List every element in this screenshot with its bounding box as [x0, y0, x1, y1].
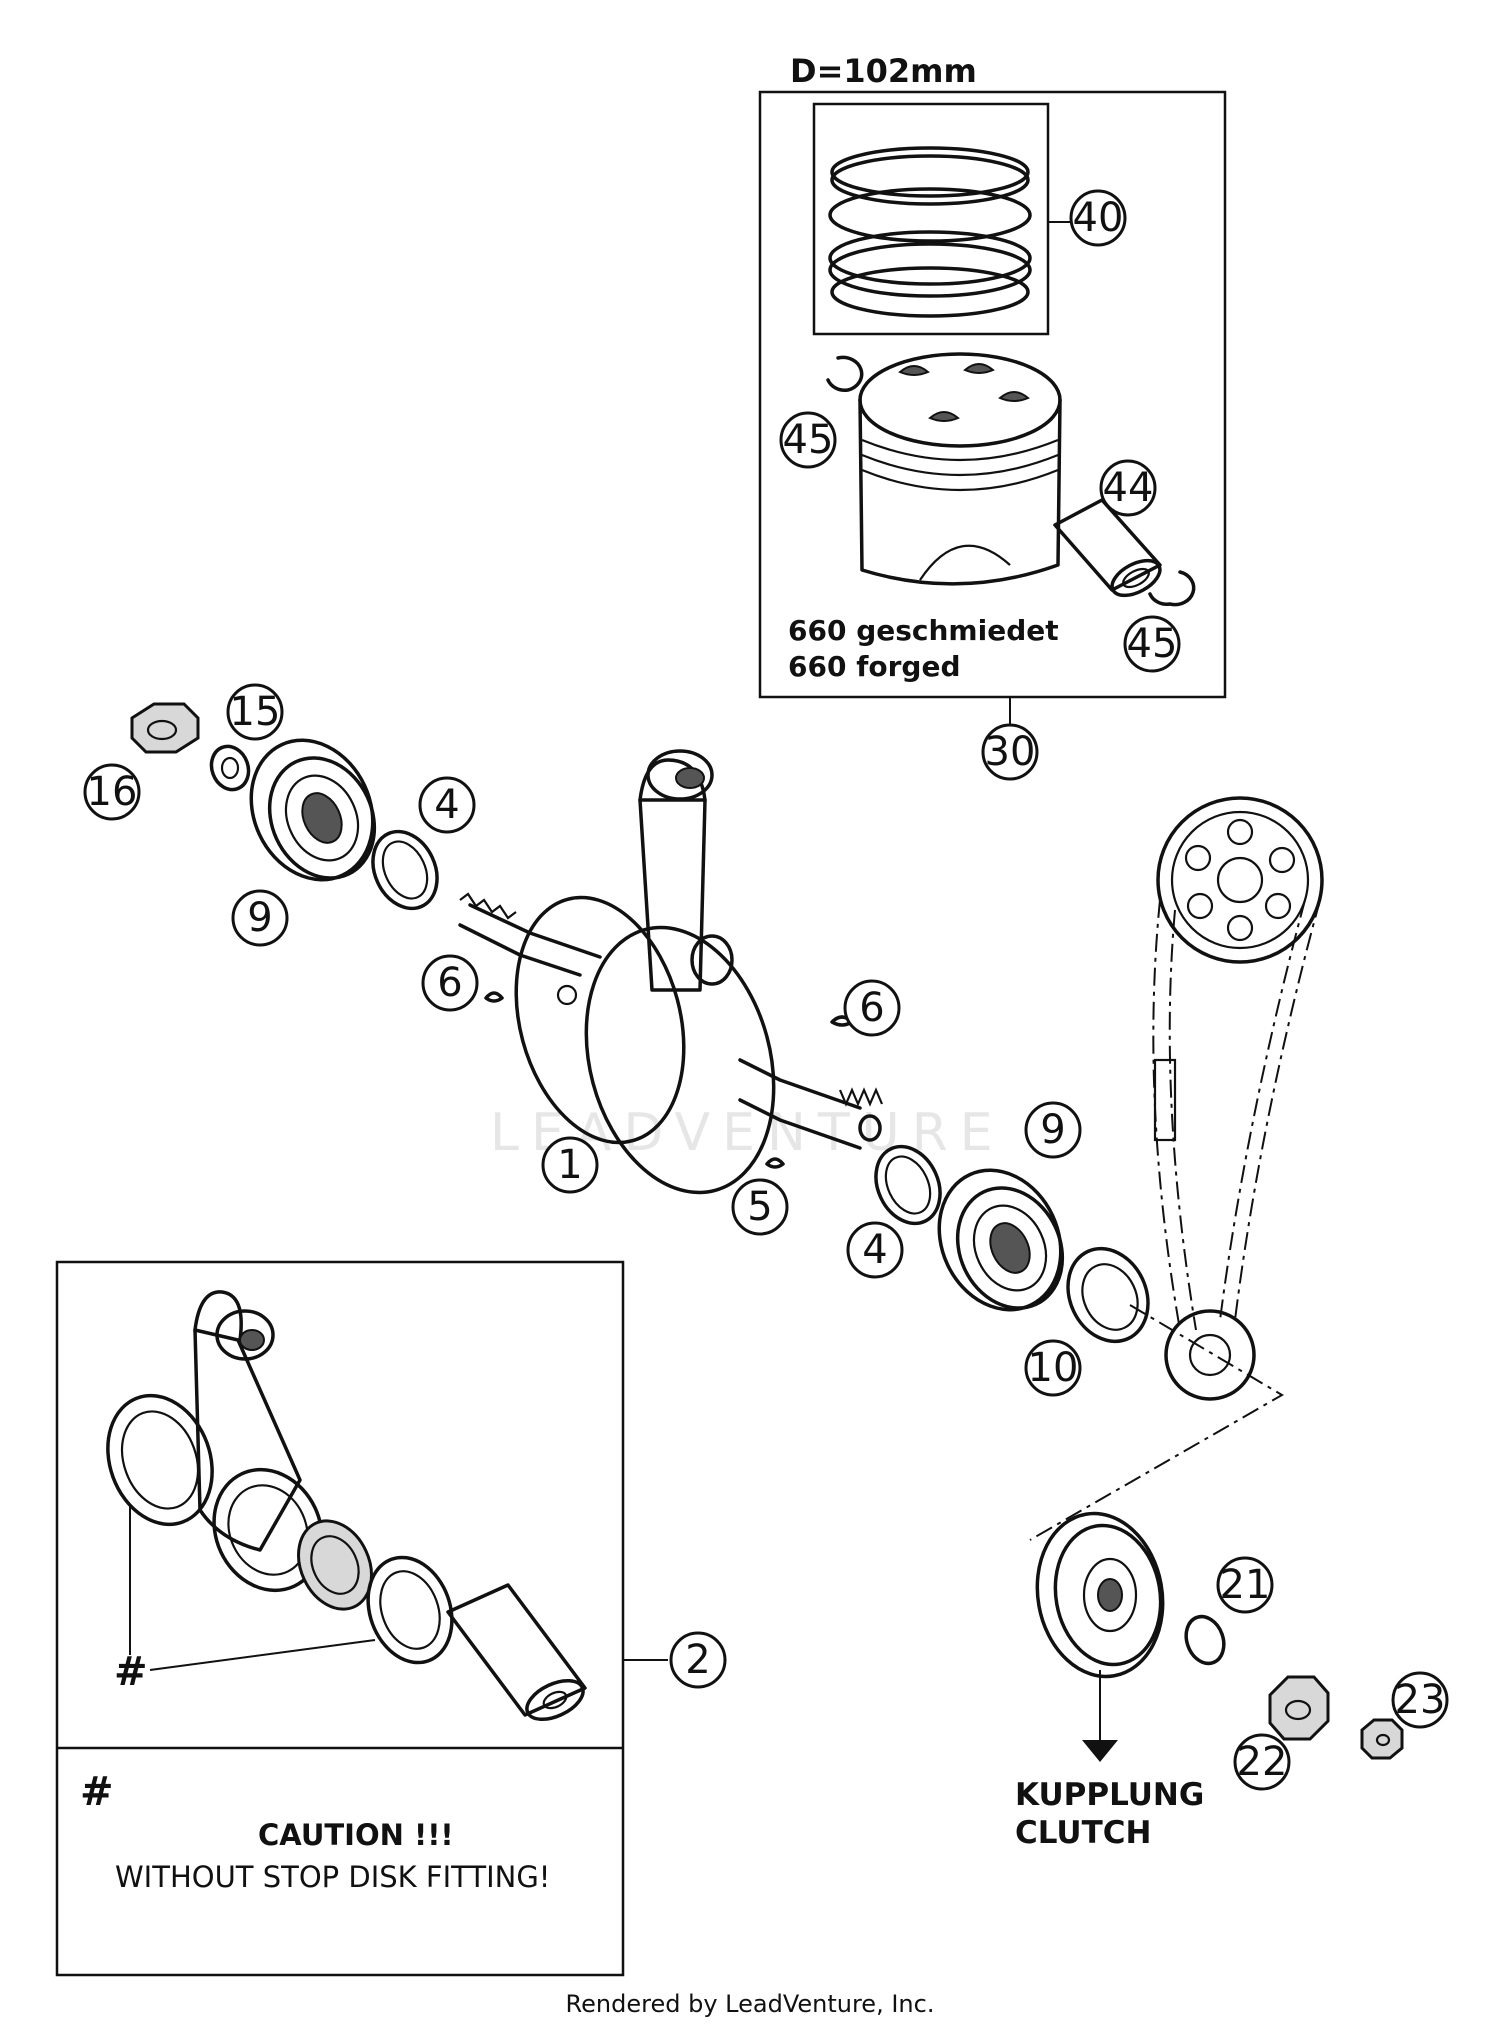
piston-pin	[1053, 498, 1162, 598]
stop-disk-marker: #	[114, 1649, 148, 1695]
crank-sprocket	[1164, 1309, 1256, 1401]
callout-9-left: 9	[231, 889, 289, 947]
callout-4-left: 4	[418, 776, 476, 834]
callout-1: 1	[541, 1136, 599, 1194]
clutch-arrow-head	[1082, 1740, 1118, 1762]
piston-box-frame	[758, 90, 1227, 699]
svg-text:5: 5	[747, 1184, 772, 1230]
callout-45-upper: 45	[779, 411, 837, 469]
svg-text:10: 10	[1028, 1345, 1079, 1391]
callout-2: 2	[669, 1631, 727, 1689]
key-6-left	[484, 991, 504, 1003]
svg-text:4: 4	[434, 782, 459, 828]
svg-text:40: 40	[1073, 195, 1124, 241]
svg-text:9: 9	[1040, 1107, 1065, 1153]
clutch-label-en: CLUTCH	[1015, 1815, 1151, 1851]
cam-sprocket	[1156, 796, 1324, 964]
svg-text:45: 45	[783, 417, 834, 463]
primary-gear	[1035, 1511, 1165, 1679]
conrod-box-frame	[55, 1260, 625, 1977]
crankshaft	[458, 749, 884, 1195]
timing-chain	[1152, 899, 1321, 1331]
seal-10	[1066, 1246, 1150, 1344]
callout-22: 22	[1233, 1733, 1291, 1791]
washer-15	[209, 744, 251, 792]
piston-rings-subbox	[812, 102, 1050, 336]
circlip-lower	[1148, 570, 1196, 607]
callout-5: 5	[731, 1178, 789, 1236]
caution-title: CAUTION !!!	[258, 1818, 454, 1852]
svg-text:21: 21	[1220, 1562, 1271, 1608]
callout-16: 16	[83, 763, 141, 821]
callout-21: 21	[1216, 1556, 1274, 1614]
callout-15: 15	[226, 683, 284, 741]
circlip-upper	[826, 355, 864, 393]
svg-text:4: 4	[862, 1227, 887, 1273]
svg-text:44: 44	[1103, 465, 1154, 511]
forged-note-en: 660 forged	[788, 650, 961, 683]
bearing-9-left	[249, 738, 377, 882]
piston-rings	[828, 146, 1032, 318]
key-5	[765, 1157, 785, 1169]
note-hash: #	[80, 1769, 114, 1815]
shim-4-right	[874, 1144, 942, 1226]
svg-text:16: 16	[87, 769, 138, 815]
nut-22	[1268, 1675, 1330, 1741]
callout-45-lower: 45	[1123, 615, 1181, 673]
callout-6-left: 6	[421, 954, 479, 1012]
bearing-9-right	[937, 1168, 1065, 1312]
washer-23	[1360, 1718, 1404, 1760]
callout-6-right: 6	[843, 979, 901, 1037]
svg-text:9: 9	[247, 895, 272, 941]
svg-text:1: 1	[557, 1142, 582, 1188]
caution-text: WITHOUT STOP DISK FITTING!	[115, 1860, 550, 1894]
callout-44: 44	[1099, 459, 1157, 517]
conrod-kit-box: # # CAUTION !!! WITHOUT STOP DISK FITTIN…	[55, 1260, 668, 1977]
projection-line	[1029, 1304, 1284, 1541]
footer-credit: Rendered by LeadVenture, Inc.	[566, 1990, 935, 2018]
lock-washer-21	[1184, 1614, 1226, 1666]
svg-text:45: 45	[1127, 621, 1178, 667]
shim-4-left	[371, 829, 439, 911]
callout-10: 10	[1024, 1339, 1082, 1397]
svg-text:22: 22	[1237, 1739, 1288, 1785]
svg-text:15: 15	[230, 689, 281, 735]
svg-text:6: 6	[859, 985, 884, 1031]
callout-9-right: 9	[1024, 1101, 1082, 1159]
piston-assembly-box: D=102mm	[758, 52, 1227, 752]
bore-label: D=102mm	[790, 52, 977, 90]
clutch-label-de: KUPPLUNG	[1015, 1777, 1204, 1813]
callout-4-right: 4	[846, 1221, 904, 1279]
svg-text:2: 2	[685, 1637, 710, 1683]
callout-23: 23	[1391, 1671, 1449, 1729]
svg-text:6: 6	[437, 960, 462, 1006]
forged-note-de: 660 geschmiedet	[788, 614, 1059, 647]
piston	[858, 352, 1062, 586]
svg-text:30: 30	[985, 729, 1036, 775]
nut-16	[130, 702, 200, 754]
svg-text:23: 23	[1395, 1677, 1446, 1723]
callout-30: 30	[981, 723, 1039, 781]
callout-40: 40	[1069, 189, 1127, 247]
